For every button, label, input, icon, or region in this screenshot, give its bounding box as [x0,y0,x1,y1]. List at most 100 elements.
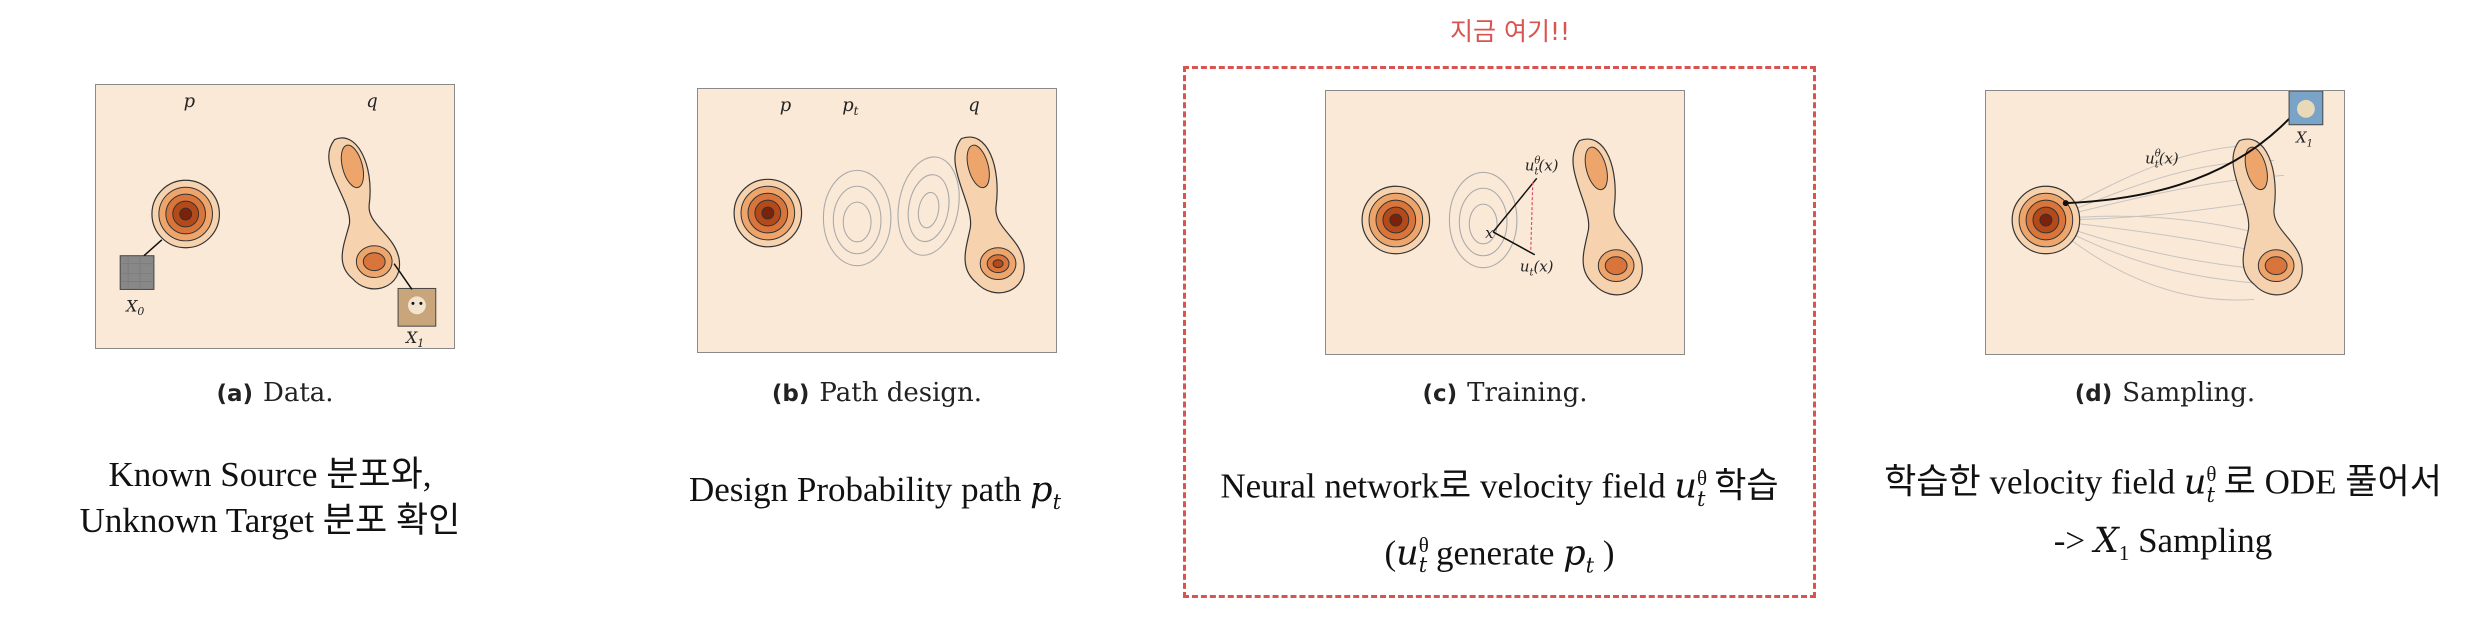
description-training: Neural network로 velocity field uθt 학습 (u… [1193,455,1806,588]
svg-text:uθt(x): uθt(x) [1525,155,1559,177]
label-u-theta-arg: (x) [1538,156,1558,174]
label-u-theta-sup: θ [2155,149,2161,160]
desc-var: p [1030,470,1053,510]
intermediate-paths [822,156,960,267]
figure-path-design: p pt q [697,88,1057,353]
desc-line-2-var: u [1396,533,1419,574]
svg-text:uθt(x): uθt(x) [2145,149,2179,171]
desc-line-1-post: 학습 [1714,466,1779,506]
description-sampling: 학습한 velocity field uθt 로 ODE 풀어서 -> X1 S… [1848,451,2478,576]
source-distribution [1361,185,1431,255]
desc-line-2-sub: t [1418,553,1428,578]
error-line [1530,182,1534,250]
desc-line-1: Design Probability path [688,470,1022,509]
desc-line-1-var: u [2183,462,2207,503]
desc-line-1-sub: t [1697,486,1706,511]
target-distribution [328,137,401,290]
arrow-u-t [1492,231,1536,256]
desc-line-1: 학습한 velocity field uθt 로 ODE 풀어서 [1848,451,2478,518]
desc-line-2: -> X1 Sampling [1848,518,2478,576]
label-u-theta: u [2145,149,2155,167]
label-u-theta-arg: (x) [2159,149,2179,167]
caption-text: Sampling. [2122,378,2256,408]
desc-line-1-sub: t [2206,482,2215,507]
desc-line-1-sup: θ [2206,462,2217,486]
caption-letter: (b) [771,381,810,407]
figure-path-design-plot: p pt q [733,95,1025,294]
label-x1: X [404,328,418,347]
desc-line-2-mid: generate [1435,533,1555,573]
svg-text:ut(x): ut(x) [1520,258,1554,279]
caption-letter: (d) [2074,381,2113,407]
source-distribution [151,179,221,249]
caption-text: Data. [262,378,334,408]
arrow-x1 [393,263,413,290]
desc-var-sub: t [1052,490,1062,514]
label-x1-sub: 1 [2307,139,2313,150]
label-q: q [968,95,979,116]
desc-line-2-post: ) [1602,533,1615,573]
desc-line-2-var: X [2093,520,2119,561]
label-x0-sub: 0 [137,305,144,318]
label-p: p [184,91,196,112]
figure-data: p q X0 X1 [95,84,455,349]
caption-letter: (c) [1422,381,1458,407]
caption-training: (c) Training. [1325,378,1685,408]
caption-text: Training. [1467,378,1588,408]
noise-sample-image [119,255,155,290]
target-distribution [1572,138,1643,296]
label-x1: X [2295,129,2308,147]
label-u-theta-sub: t [2155,159,2159,170]
desc-line-2: (uθt generate pt ) [1193,522,1806,589]
desc-line-2-var2: p [1563,533,1586,574]
svg-text:pt: pt [842,95,858,118]
svg-text:X1: X1 [2295,129,2313,150]
label-pt: p [842,95,854,116]
caption-text: Path design. [819,378,983,408]
ode-trajectory [2065,118,2290,205]
label-u-t-sub: t [1529,268,1533,279]
desc-line-1-pre: Neural network로 velocity field [1220,466,1666,506]
desc-line-2-pre: ( [1384,533,1397,573]
desc-line-1-var: u [1674,466,1697,507]
target-distribution [2232,138,2303,296]
arrow-x0 [143,239,163,257]
label-q: q [366,91,377,112]
label-x: x [1485,224,1494,242]
source-distribution [733,178,803,248]
desc-line-2-sub: 1 [2118,540,2130,565]
figure-data-plot: p q X0 X1 [119,91,437,348]
label-x1-sub: 1 [417,337,424,348]
highlight-label: 지금 여기!! [1450,17,1570,46]
label-u-t: u [1520,258,1530,276]
description-path-design: Design Probability path pt [640,467,1110,525]
highlight-box [1183,66,1816,598]
arrow-u-theta [1492,177,1538,233]
svg-text:X0: X0 [124,296,144,318]
caption-path-design: (b) Path design. [697,378,1057,408]
intermediate-path [1448,171,1518,269]
desc-line-2-sup: θ [1418,532,1429,557]
svg-text:X1: X1 [404,328,424,348]
label-u-t-arg: (x) [1533,258,1553,276]
label-u-theta: u [1525,156,1535,174]
label-u-theta-sup: θ [1534,155,1540,166]
caption-sampling: (d) Sampling. [1985,378,2345,408]
label-u-theta-sub: t [1534,166,1538,177]
label-pt-sub: t [854,104,859,118]
label-p: p [780,95,792,116]
desc-line-1: Known Source 분포와, [108,455,432,494]
caption-letter: (a) [216,381,253,407]
target-distribution [954,136,1025,294]
desc-line-2-pre: -> [2053,520,2086,560]
desc-line-2-var2-sub: t [1585,553,1595,578]
desc-line-1-post: 로 ODE 풀어서 [2223,462,2442,502]
caption-data: (a) Data. [95,378,455,408]
source-distribution [2011,185,2081,255]
desc-line-1-sup: θ [1696,466,1707,490]
desc-line-2: Unknown Target 분포 확인 [79,501,461,540]
